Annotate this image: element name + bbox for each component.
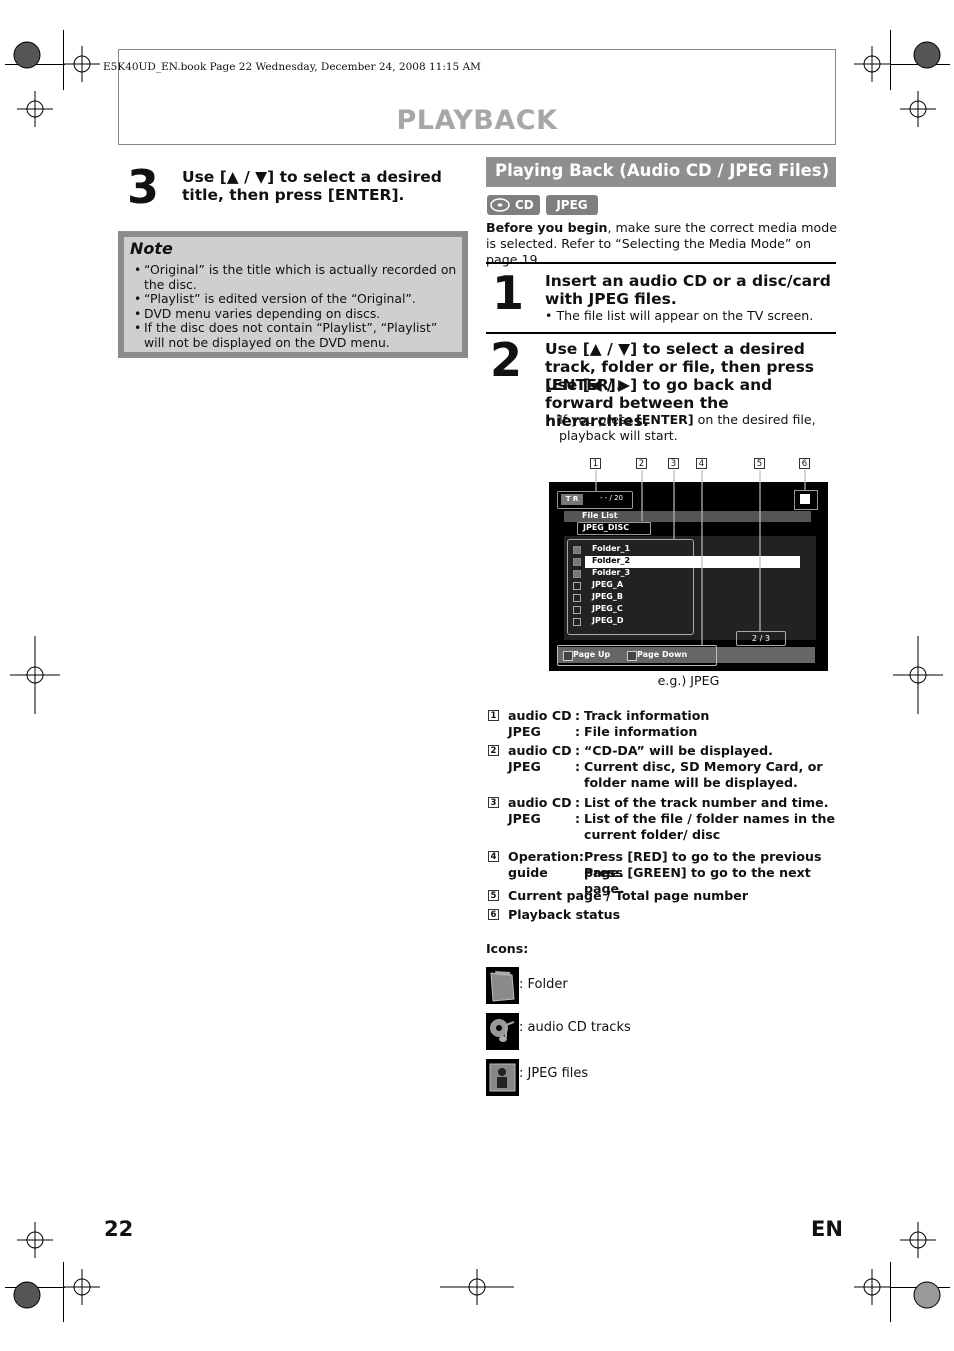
crop-mark xyxy=(63,1262,64,1322)
legend-row: JPEG : File information xyxy=(508,724,698,739)
step-instruction: Use [◀ / ▶] to go back and forward betwe… xyxy=(545,376,773,430)
page-indicator: 2 / 3 xyxy=(736,631,786,646)
step-bullet: •If you press [ENTER] on the desired fil… xyxy=(545,412,816,443)
registration-circle-icon xyxy=(913,41,941,69)
registration-circle-icon xyxy=(913,1281,941,1309)
callout-number: 5 xyxy=(754,458,765,469)
step-instruction: Insert an audio CD or a disc/card with J… xyxy=(545,272,831,308)
selected-row-highlight xyxy=(585,556,800,568)
book-info-line: E5K40UD_EN.book Page 22 Wednesday, Decem… xyxy=(103,61,481,73)
section-title: PLAYBACK xyxy=(396,105,558,136)
list-item: Folder_1 xyxy=(592,544,631,553)
note-list: “Original” is the title which is actuall… xyxy=(132,262,458,350)
note-box: Note “Original” is the title which is ac… xyxy=(118,231,468,358)
playback-status xyxy=(794,490,818,510)
file-list-label: File List xyxy=(582,511,618,520)
folder-icon xyxy=(486,967,519,1004)
screen-caption: e.g.) JPEG xyxy=(657,673,720,688)
intro-text: Before you begin, make sure the correct … xyxy=(486,220,837,267)
legend-row: 3 audio CD : List of the track number an… xyxy=(488,795,838,811)
green-button-icon xyxy=(627,651,637,661)
audio-cd-track-icon xyxy=(486,1013,519,1050)
divider xyxy=(486,262,836,264)
red-button-icon xyxy=(563,651,573,661)
folder-icon xyxy=(573,558,581,566)
legend-row: JPEG : List of the file / folder names i… xyxy=(508,811,836,842)
operation-guide: Page Up Page Down xyxy=(557,645,717,666)
page-number: 22 xyxy=(104,1217,134,1241)
list-item: JPEG_C xyxy=(592,604,623,613)
tr-value: - - / 20 xyxy=(600,494,623,502)
section-header-text: Playing Back (Audio CD / JPEG Files) xyxy=(495,161,830,180)
path-label: JPEG_DISC xyxy=(583,523,630,532)
section-header: Playing Back (Audio CD / JPEG Files) xyxy=(486,157,836,187)
jpeg-file-icon xyxy=(573,618,581,626)
crop-mark xyxy=(63,30,64,90)
icon-label: : Folder xyxy=(519,977,568,992)
legend-row: 6 Playback status xyxy=(488,907,838,923)
legend-row: 5 Current page / Total page number xyxy=(488,888,838,904)
list-item: Folder_3 xyxy=(592,568,631,577)
callout-number: 1 xyxy=(590,458,601,469)
legend-row: guide Press [GREEN] to go to the next pa… xyxy=(508,865,811,896)
note-item: “Playlist” is edited version of the “Ori… xyxy=(132,291,458,307)
callout-number: 2 xyxy=(636,458,647,469)
callout-number: 4 xyxy=(696,458,707,469)
jpeg-file-icon xyxy=(573,594,581,602)
legend-row: 1 audio CD : Track information xyxy=(488,708,838,724)
track-info-box: T R - - / 20 xyxy=(557,491,633,509)
divider xyxy=(486,332,836,334)
icons-title: Icons: xyxy=(486,941,529,956)
jpeg-badge: JPEG xyxy=(546,195,598,215)
jpeg-file-icon xyxy=(486,1059,519,1096)
step-instruction: Use [▲ / ▼] to select a desired track, f… xyxy=(545,340,815,394)
tr-label: T R xyxy=(561,494,583,505)
note-title: Note xyxy=(130,239,173,258)
page-up-label: Page Up xyxy=(573,650,611,659)
crop-mark xyxy=(890,1262,891,1322)
file-list xyxy=(567,539,694,635)
step-number: 1 xyxy=(492,266,525,320)
operation-guide-bar xyxy=(557,647,815,663)
legend-row: 4 Operation: Press [RED] to go to the pr… xyxy=(488,849,838,880)
icon-label: : JPEG files xyxy=(519,1066,589,1081)
tv-screen-example: T R - - / 20 File List JPEG_DISC Folder_… xyxy=(549,482,828,671)
jpeg-file-icon xyxy=(573,582,581,590)
step-number: 2 xyxy=(490,333,523,387)
callout-number: 6 xyxy=(799,458,810,469)
file-list-bar: File List xyxy=(564,511,811,522)
registration-circle-icon xyxy=(13,41,41,69)
registration-circle-icon xyxy=(13,1281,41,1309)
folder-icon xyxy=(573,546,581,554)
header-frame xyxy=(118,49,836,145)
note-item: “Original” is the title which is actuall… xyxy=(132,262,458,292)
disc-icon xyxy=(490,198,510,212)
list-item: JPEG_A xyxy=(592,580,624,589)
cd-badge: CD xyxy=(487,195,540,215)
language-label: EN xyxy=(811,1217,843,1241)
list-item: JPEG_B xyxy=(592,592,623,601)
step-bullet: • The file list will appear on the TV sc… xyxy=(545,308,814,323)
list-panel xyxy=(564,536,816,640)
list-item: JPEG_D xyxy=(592,616,624,625)
folder-icon xyxy=(573,570,581,578)
icon-label: : audio CD tracks xyxy=(519,1020,631,1035)
legend-row: JPEG : Current disc, SD Memory Card, or … xyxy=(508,759,823,790)
legend-row: 2 audio CD : “CD-DA” will be displayed. xyxy=(488,743,838,759)
page-down-label: Page Down xyxy=(637,650,688,659)
callout-number: 3 xyxy=(668,458,679,469)
crop-mark xyxy=(890,30,891,90)
note-item: If the disc does not contain “Playlist”,… xyxy=(132,320,458,350)
stop-icon xyxy=(800,494,810,504)
path-box: JPEG_DISC xyxy=(577,522,651,535)
step-instruction: Use [▲ / ▼] to select a desired title, t… xyxy=(182,168,442,204)
step-number: 3 xyxy=(127,160,160,214)
note-item: DVD menu varies depending on discs. xyxy=(132,306,458,322)
jpeg-file-icon xyxy=(573,606,581,614)
list-item-selected: Folder_2 xyxy=(592,556,631,565)
